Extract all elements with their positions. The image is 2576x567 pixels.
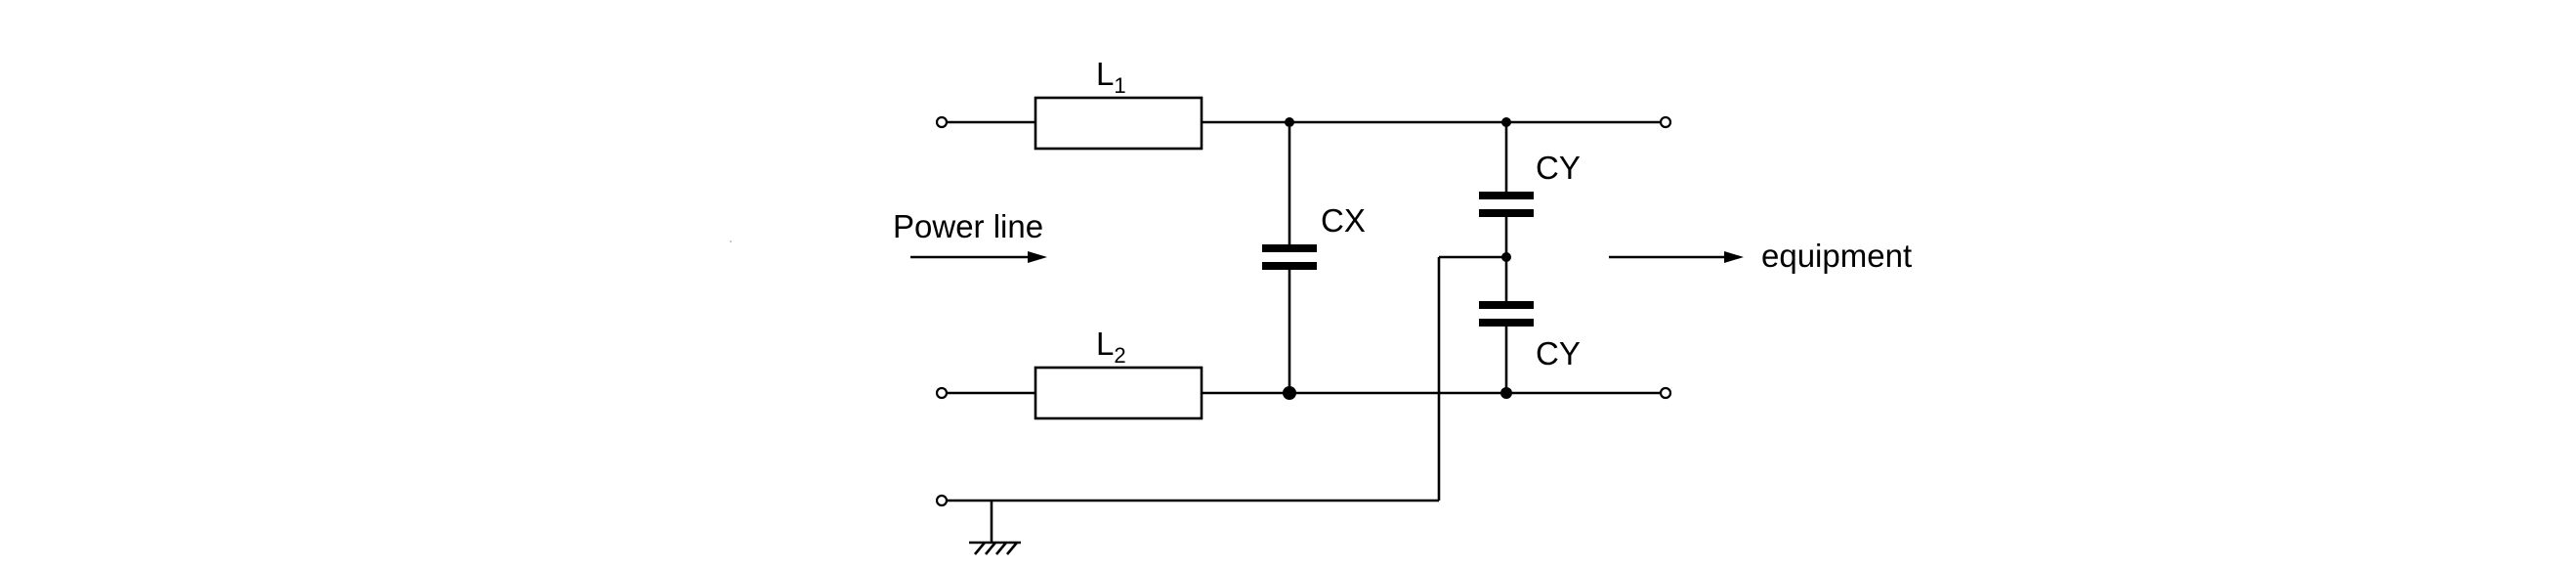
capacitor-cy-bottom <box>1479 301 1534 393</box>
terminal-input-ground <box>935 494 949 507</box>
power-line-arrow-icon <box>910 251 1047 263</box>
inductor-l1 <box>1034 96 1204 151</box>
speck <box>730 240 732 242</box>
inductor-l2 <box>1034 366 1204 420</box>
terminal-input-bottom <box>935 386 949 400</box>
junction-dot <box>1283 386 1296 400</box>
junction-dot <box>1500 387 1512 399</box>
l2-label: L2 <box>1096 326 1126 368</box>
terminal-output-bottom <box>1659 386 1672 400</box>
terminal-input-top <box>935 115 949 129</box>
l1-label: L1 <box>1096 56 1126 98</box>
terminal-output-top <box>1659 115 1672 129</box>
junction-dot <box>1285 117 1294 127</box>
cy-bottom-label: CY <box>1536 335 1581 371</box>
capacitor-cy-top <box>1479 122 1534 305</box>
equipment-arrow-icon <box>1609 251 1744 263</box>
cy-top-label: CY <box>1536 150 1581 186</box>
cx-label: CX <box>1321 202 1366 239</box>
ground-symbol <box>969 501 1021 555</box>
capacitor-cx <box>1262 122 1317 393</box>
ground-line <box>946 255 1506 502</box>
power-line-label: Power line <box>893 208 1043 244</box>
junction-dot <box>1501 252 1511 262</box>
equipment-label: equipment <box>1761 238 1912 274</box>
junction-dot <box>1501 117 1511 127</box>
